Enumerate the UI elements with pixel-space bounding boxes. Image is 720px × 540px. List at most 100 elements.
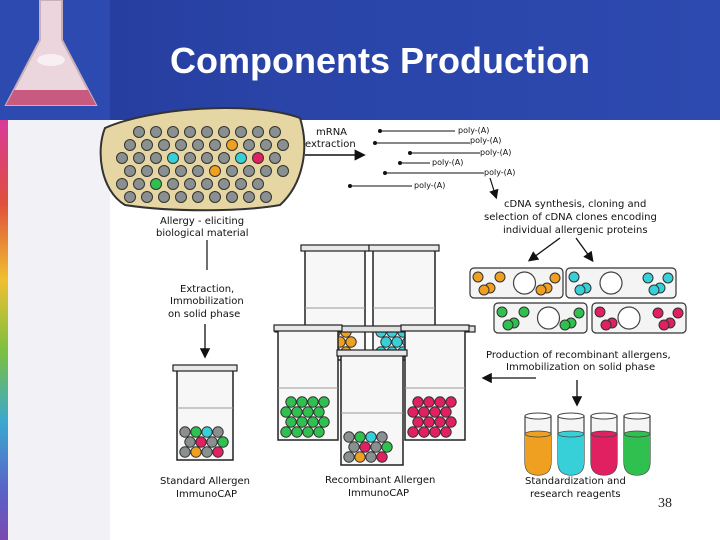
bead: [243, 191, 255, 203]
bead: [672, 307, 684, 319]
bead: [158, 165, 170, 177]
poly-a-label-4: poly-(A): [432, 158, 463, 167]
bead: [549, 272, 561, 284]
bead: [280, 426, 292, 438]
bead: [190, 426, 202, 438]
bead: [167, 152, 179, 164]
cdna-arrow-right: [575, 237, 594, 263]
plasmid-circle: [617, 306, 641, 330]
allergy-label-1: Allergy - eliciting: [160, 216, 244, 227]
extraction-label-2: Immobilization: [170, 296, 244, 307]
bead: [313, 426, 325, 438]
bead: [141, 165, 153, 177]
bead: [133, 152, 145, 164]
bead: [141, 191, 153, 203]
bead: [285, 416, 297, 428]
bead: [218, 152, 230, 164]
bead: [235, 126, 247, 138]
reagent-tubes: [524, 412, 651, 476]
reagent-tube: [557, 412, 585, 476]
bead: [167, 126, 179, 138]
bead: [209, 191, 221, 203]
bead: [429, 426, 441, 438]
bead: [252, 152, 264, 164]
bead: [302, 406, 314, 418]
bead: [568, 271, 580, 283]
flask-icon: [4, 0, 98, 106]
title-bar: [0, 0, 720, 120]
cdna-label-2: selection of cDNA clones encoding: [484, 212, 657, 223]
mrna-label-1: mRNA: [316, 127, 347, 138]
bead: [412, 416, 424, 428]
bead: [209, 165, 221, 177]
immunocap-cup: [336, 349, 408, 466]
immunocap-cup: [273, 324, 343, 441]
bead: [269, 152, 281, 164]
bead: [280, 406, 292, 418]
bead: [535, 284, 547, 296]
bead: [260, 191, 272, 203]
bead: [277, 139, 289, 151]
reagents-label-1: Standardization and: [525, 476, 626, 487]
bead: [600, 319, 612, 331]
bead: [365, 431, 377, 443]
bead: [124, 139, 136, 151]
cdna-arrow-left: [527, 237, 561, 262]
bead: [184, 152, 196, 164]
bead: [190, 446, 202, 458]
poly-a-label-5: poly-(A): [484, 168, 515, 177]
bead: [201, 152, 213, 164]
bead: [184, 436, 196, 448]
bead: [652, 307, 664, 319]
bead: [192, 191, 204, 203]
bead: [243, 165, 255, 177]
bead: [212, 426, 224, 438]
bead: [226, 139, 238, 151]
bead: [445, 396, 457, 408]
page-title: Components Production: [170, 40, 590, 81]
bead: [179, 426, 191, 438]
bead: [116, 152, 128, 164]
bead: [201, 126, 213, 138]
extraction-label-3: on solid phase: [168, 309, 240, 320]
poly-a-label-1: poly-(A): [458, 126, 489, 135]
bead: [343, 451, 355, 463]
bead: [243, 139, 255, 151]
reagent-tube: [524, 412, 552, 476]
bead: [376, 431, 388, 443]
bead: [150, 152, 162, 164]
bead: [494, 271, 506, 283]
bead: [260, 165, 272, 177]
bead: [218, 126, 230, 138]
cdna-label-3: individual allergenic proteins: [503, 225, 648, 236]
bead: [345, 336, 357, 348]
clone-capsule: [493, 302, 588, 334]
bead: [440, 426, 452, 438]
bead: [133, 126, 145, 138]
bead: [218, 178, 230, 190]
bead: [302, 426, 314, 438]
bead: [354, 451, 366, 463]
bead: [472, 271, 484, 283]
plasmid-circle: [536, 306, 561, 330]
bead: [434, 416, 446, 428]
bead: [391, 336, 403, 348]
bead: [662, 272, 674, 284]
clone-capsule: [565, 267, 677, 299]
bead: [226, 191, 238, 203]
bead: [573, 307, 585, 319]
bead: [318, 396, 330, 408]
bead: [648, 284, 660, 296]
bead: [277, 165, 289, 177]
bead: [574, 284, 586, 296]
bead: [412, 396, 424, 408]
immunocap-cup: [172, 364, 238, 461]
bead: [175, 191, 187, 203]
clone-capsule: [591, 302, 687, 334]
page-number: 38: [658, 496, 672, 511]
bead: [209, 139, 221, 151]
poly-a-label-2: poly-(A): [470, 136, 501, 145]
bead: [235, 152, 247, 164]
bead: [252, 126, 264, 138]
cdna-label-1: cDNA synthesis, cloning and: [504, 199, 646, 210]
